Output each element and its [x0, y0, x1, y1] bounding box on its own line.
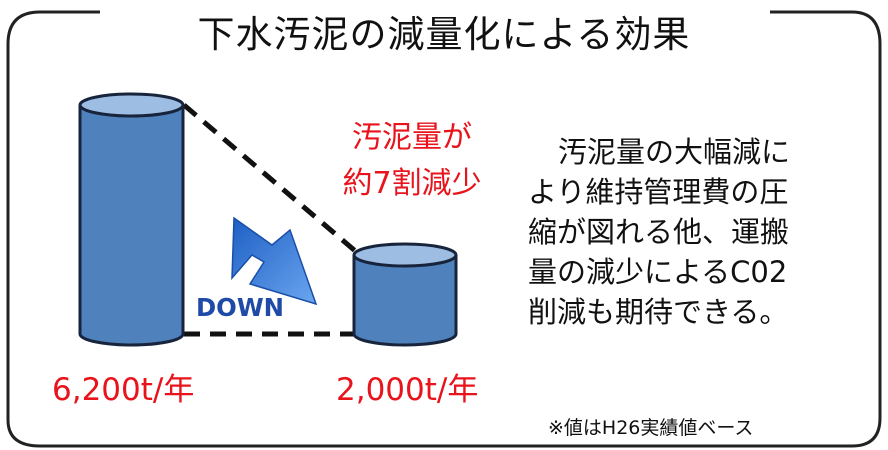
cylinder-after — [352, 242, 458, 347]
reduction-line-2: 約7割減少 — [342, 166, 482, 201]
before-value-label: 6,200t/年 — [52, 372, 195, 408]
description-line-4: 量の減少によるC02 — [528, 255, 788, 289]
description-text: 汚泥量の大幅減に より維持管理費の圧 縮が図れる他、運搬 量の減少によるC02 … — [528, 132, 828, 332]
down-arrow-icon — [231, 216, 318, 306]
reduction-callout: 汚泥量が 約7割減少 — [322, 115, 502, 207]
reduction-line-1: 汚泥量が — [352, 120, 472, 155]
footnote: ※値はH26実績値ベース — [548, 417, 754, 439]
down-arrow-text: DOWN — [196, 293, 284, 322]
diagram-title: 下水汚泥の減量化による効果 — [197, 13, 691, 56]
dashed-line-top — [182, 103, 362, 257]
cylinder-before — [78, 92, 185, 347]
description-line-5: 削減も期待できる。 — [528, 295, 789, 329]
after-value-label: 2,000t/年 — [336, 372, 479, 408]
description-line-2: より維持管理費の圧 — [528, 175, 789, 209]
description-line-1: 汚泥量の大幅減に — [558, 135, 791, 169]
frame-border — [6, 10, 882, 448]
description-line-3: 縮が図れる他、運搬 — [528, 215, 790, 249]
